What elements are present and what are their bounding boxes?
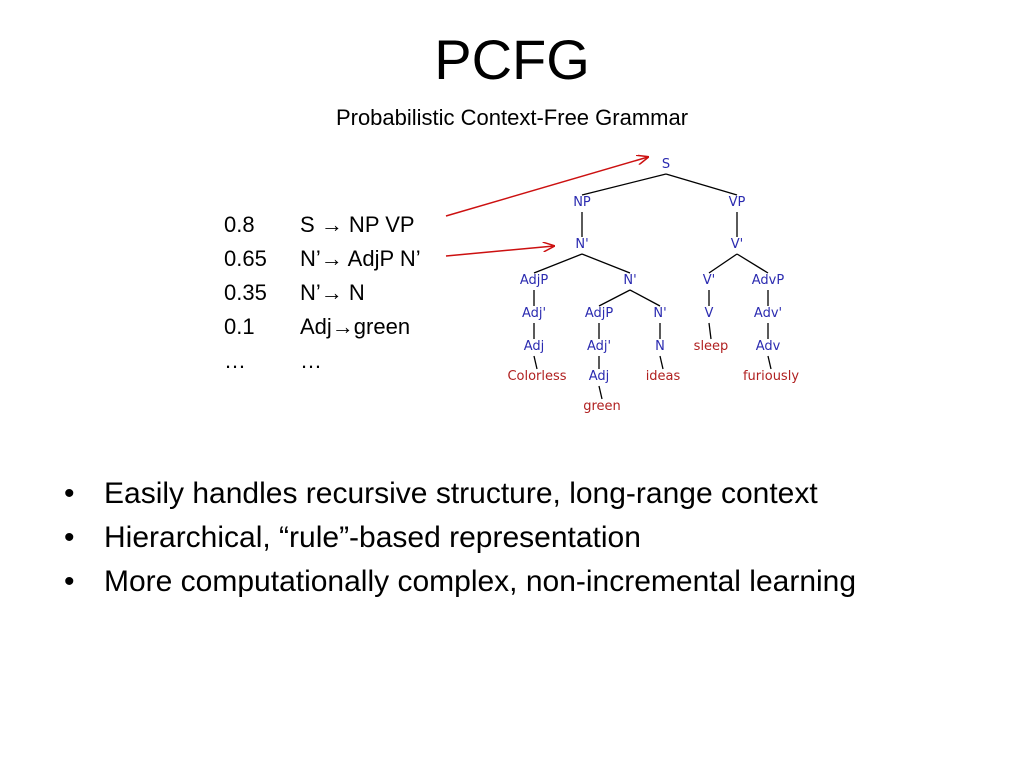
bullet-item: • Hierarchical, “rule”-based representat… xyxy=(60,516,1000,560)
grammar-rules: 0.8 S → NP VP 0.65 N’→ AdjP N’ 0.35 N’→ … xyxy=(224,208,421,378)
rule-row: 0.1 Adj→green xyxy=(224,310,421,344)
bullet-text: Easily handles recursive structure, long… xyxy=(104,477,818,510)
rule-probability: 0.8 xyxy=(224,212,255,237)
tree-edge xyxy=(629,289,661,307)
tree-category-node: Adv xyxy=(756,339,781,354)
slide-title: PCFG xyxy=(434,28,590,91)
tree-edge xyxy=(708,322,712,340)
rule-lhs: N’ xyxy=(300,280,321,305)
rule-probability: 0.35 xyxy=(224,280,267,305)
tree-category-node: N' xyxy=(575,237,588,252)
bullet-text: More computationally complex, non-increm… xyxy=(104,565,857,598)
tree-category-node: V' xyxy=(703,273,715,288)
rule-lhs: Adj xyxy=(300,314,332,339)
rule-rhs: AdjP N’ xyxy=(342,246,421,271)
rule-lhs: N’ xyxy=(300,246,321,271)
tree-word-node: furiously xyxy=(743,369,799,384)
tree-category-node: Adj' xyxy=(587,339,611,354)
tree-category-node: V xyxy=(705,306,714,321)
rule-lhs: … xyxy=(300,348,322,373)
rule-rhs: N xyxy=(342,280,365,305)
bullet-text: Hierarchical, “rule”-based representatio… xyxy=(104,521,641,554)
tree-category-node: N' xyxy=(653,306,666,321)
bullet-item: • Easily handles recursive structure, lo… xyxy=(60,472,1000,516)
rule-row: 0.8 S → NP VP xyxy=(224,208,421,242)
tree-word-node: sleep xyxy=(694,339,729,354)
tree-edge xyxy=(665,173,738,196)
tree-edge xyxy=(708,253,738,274)
tree-category-node: N' xyxy=(623,273,636,288)
tree-category-node: V' xyxy=(731,237,743,252)
tree-edge xyxy=(598,289,631,307)
rule-pointer-arrows xyxy=(445,157,648,257)
rule-probability: 0.1 xyxy=(224,314,255,339)
tree-category-node: AdjP xyxy=(585,306,614,321)
tree-category-node: VP xyxy=(729,195,746,210)
tree-category-node: Adv' xyxy=(754,306,782,321)
tree-category-node: S xyxy=(662,157,670,172)
bullet-list: • Easily handles recursive structure, lo… xyxy=(60,472,1000,604)
tree-edge xyxy=(533,355,538,370)
arrow-icon: → xyxy=(331,314,354,339)
tree-edge xyxy=(581,253,631,274)
tree-word-node: ideas xyxy=(646,369,681,384)
tree-edge xyxy=(736,253,769,274)
tree-category-node: AdvP xyxy=(752,273,785,288)
rule-production: S → NP VP xyxy=(300,212,415,238)
tree-edge xyxy=(767,355,772,370)
rule-production: N’→ AdjP N’ xyxy=(300,246,421,272)
tree-word-node: Colorless xyxy=(507,369,566,384)
tree-category-node: Adj xyxy=(524,339,545,354)
tree-edge xyxy=(659,355,664,370)
rule-production: … xyxy=(300,348,322,374)
arrow-icon: → xyxy=(320,212,343,237)
rule-row: 0.65 N’→ AdjP N’ xyxy=(224,242,421,276)
tree-edge xyxy=(533,253,583,274)
rule-row: … … xyxy=(224,344,421,378)
tree-edge xyxy=(598,385,603,400)
tree-category-node: Adj xyxy=(589,369,610,384)
rule-probability: … xyxy=(224,348,246,373)
rule-pointer-arrow xyxy=(445,157,648,217)
rule-rhs: green xyxy=(353,314,411,339)
rule-pointer-arrow xyxy=(445,246,554,257)
rule-probability: 0.65 xyxy=(224,246,267,271)
tree-word-node: green xyxy=(583,399,621,414)
bullet-icon: • xyxy=(64,477,75,510)
tree-edges xyxy=(533,173,772,400)
rule-production: N’→ N xyxy=(300,280,365,306)
arrow-icon: → xyxy=(320,246,343,271)
bullet-icon: • xyxy=(64,521,75,554)
rule-lhs: S xyxy=(300,212,315,237)
bullet-item: • More computationally complex, non-incr… xyxy=(60,560,1000,604)
slide-subtitle: Probabilistic Context-Free Grammar xyxy=(335,105,689,130)
tree-category-node: AdjP xyxy=(520,273,549,288)
tree-category-node: N xyxy=(655,339,665,354)
tree-edge xyxy=(581,173,667,196)
bullet-icon: • xyxy=(64,565,75,598)
tree-category-node: NP xyxy=(573,195,591,210)
rule-row: 0.35 N’→ N xyxy=(224,276,421,310)
tree-category-node: Adj' xyxy=(522,306,546,321)
rule-rhs: NP VP xyxy=(342,212,415,237)
arrow-icon: → xyxy=(320,280,343,305)
rule-production: Adj→green xyxy=(300,314,410,340)
